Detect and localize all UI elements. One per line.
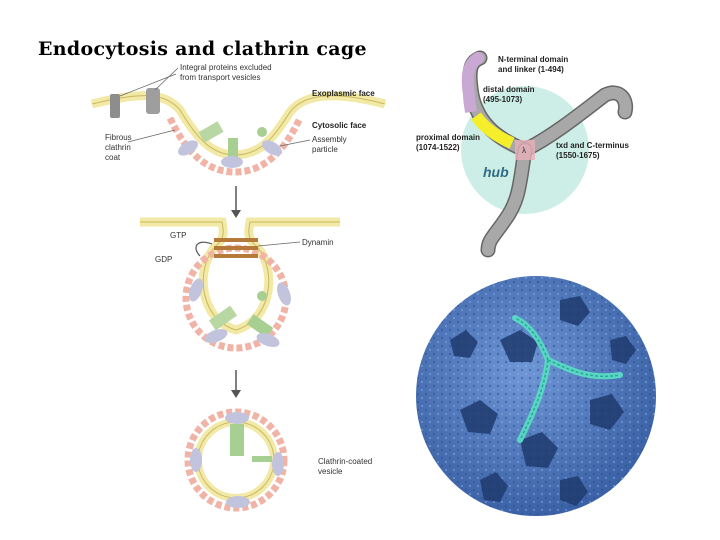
label-proximal-line2: (1074-1522) [416,143,460,152]
label-distal-line1: distal domain [483,85,535,94]
assembly-particle [226,496,250,508]
assembly-particle [221,156,243,168]
receptor [246,314,274,338]
distal-domain [471,112,515,149]
label-coated-line1: Clathrin-coated [318,457,372,466]
gtp-hydrolysis-arrow [195,241,213,257]
receptor [252,456,272,462]
receptor [198,121,224,143]
label-coated-line2: vesicle [318,467,343,476]
label-gdp: GDP [155,255,172,264]
assembly-particle [190,448,202,472]
leg-lower [482,144,531,256]
endocytosis-diagram: Integral proteins excluded from transpor… [90,63,387,512]
assembly-particle [225,412,249,424]
clathrin-coat [184,408,288,512]
stage-3-coated-vesicle [184,408,288,512]
clathrin-cage-image [416,276,656,516]
triskelion-diagram: λ N-terminal domain and linker (1-494) d… [416,50,634,258]
receptor [230,424,244,456]
arrow-down-2 [231,370,241,398]
receptor [257,127,267,137]
dynamin-ring [214,246,258,250]
integral-protein [146,88,160,114]
receptor [257,291,267,301]
integral-protein [110,94,120,118]
assembly-particle [189,278,203,302]
label-distal-line2: (495-1073) [483,95,522,104]
arrow-down-1 [231,186,241,218]
hub-center-mark: λ [522,146,526,155]
label-dynamin: Dynamin [302,238,334,247]
label-n-terminal-line1: N-terminal domain [498,55,568,64]
slide-title: Endocytosis and clathrin cage [38,38,367,60]
receptor [228,138,238,158]
stage-1-budding [90,88,387,176]
leader-lines [119,67,311,247]
label-n-terminal-line2: and linker (1-494) [498,65,564,74]
label-integral-line1: Integral proteins excluded [180,63,272,72]
label-hub: hub [483,164,509,180]
highlighted-triskelion-detail [514,317,621,441]
label-txd-line2: (1550-1675) [556,151,600,160]
n-terminal-domain [461,52,484,101]
cage-openings [450,296,636,506]
label-txd-line1: txd and C-terminus [556,141,629,150]
label-assembly-line1: Assembly [312,135,347,144]
label-fibrous-line3: coat [105,153,121,162]
hub-center [515,140,535,160]
assembly-particle [262,140,282,156]
label-proximal-line1: proximal domain [416,133,480,142]
dynamin-ring [214,238,258,242]
label-fibrous-line2: clathrin [105,143,131,152]
assembly-particle [256,333,280,347]
label-cytosolic: Cytosolic face [312,121,367,130]
assembly-particle [277,282,291,306]
label-assembly-line2: particle [312,145,338,154]
n-terminal-linker [463,94,477,113]
stage-2-pinching [140,217,340,352]
label-gtp: GTP [170,231,186,240]
label-fibrous-line1: Fibrous [105,133,132,142]
assembly-particle [204,329,228,343]
assembly-particle [178,140,198,156]
label-exoplasmic: Exoplasmic face [312,89,375,98]
dynamin-ring [214,254,258,258]
assembly-particle [272,452,284,476]
leg-upper-right [519,87,632,156]
receptor [208,305,238,331]
label-integral-line2: from transport vesicles [180,73,260,82]
